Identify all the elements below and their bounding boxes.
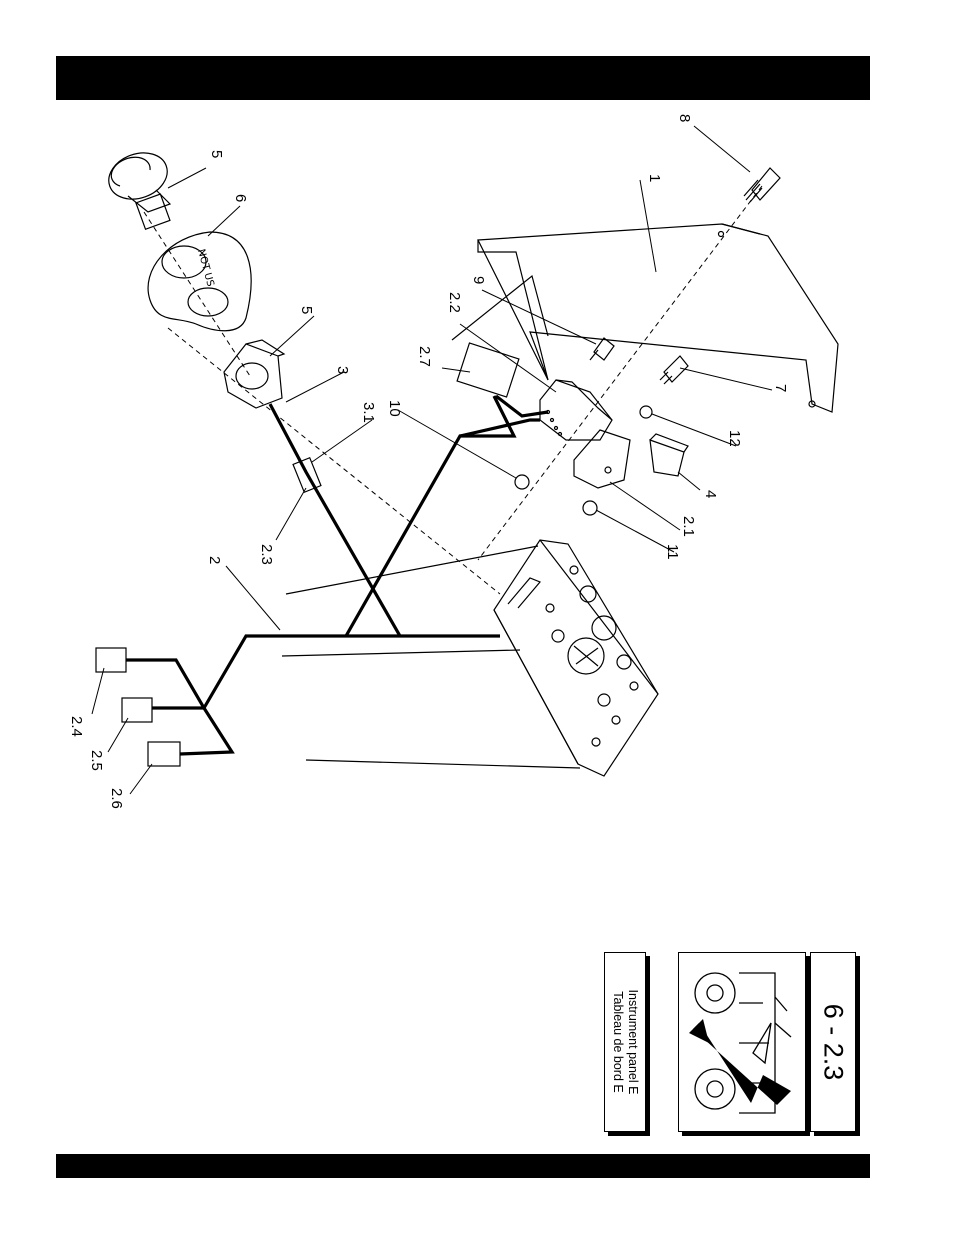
washer-12 bbox=[640, 406, 652, 418]
callout-6: 6 bbox=[232, 194, 249, 202]
callout-3-1: 3.1 bbox=[360, 402, 377, 423]
connector-2-7 bbox=[457, 343, 519, 397]
bulkhead-line bbox=[306, 760, 580, 768]
alignment-lines bbox=[144, 186, 762, 594]
callout-7: 7 bbox=[772, 384, 789, 392]
callout-10: 10 bbox=[386, 400, 403, 417]
callout-2-1: 2.1 bbox=[680, 516, 697, 537]
bolt-8 bbox=[744, 168, 780, 202]
emergency-stop-button-5 bbox=[102, 145, 173, 229]
bulkhead-line bbox=[286, 546, 538, 594]
machine-thumbnail-tile bbox=[678, 952, 806, 1132]
callout-2-4: 2.4 bbox=[68, 716, 85, 737]
relay-cube-4 bbox=[650, 434, 688, 476]
callout-4: 4 bbox=[702, 490, 719, 498]
callout-9: 9 bbox=[470, 276, 487, 284]
screw-9 bbox=[590, 338, 614, 360]
connector-2-5 bbox=[122, 698, 152, 722]
callout-11: 11 bbox=[664, 544, 681, 560]
callout-2: 2 bbox=[206, 556, 223, 564]
instrument-panel-box bbox=[494, 540, 658, 776]
nut-11 bbox=[583, 501, 597, 515]
caption-text: Instrument panel E Tableau de bord E bbox=[610, 990, 640, 1095]
connector-2-4 bbox=[96, 648, 126, 672]
plate-text: NOT US bbox=[195, 248, 216, 288]
part-callouts: 1 2 2.1 2.2 2.3 2.4 2.5 2.6 2.7 3 3.1 4 … bbox=[68, 114, 789, 809]
callout-2-2: 2.2 bbox=[446, 292, 463, 313]
caption-tile: Instrument panel E Tableau de bord E bbox=[604, 952, 646, 1132]
callout-5-top: 5 bbox=[208, 150, 225, 158]
section-number-tile: 6 - 2.3 bbox=[810, 952, 856, 1132]
nut-10 bbox=[515, 475, 529, 489]
connector-2-6 bbox=[148, 742, 180, 766]
callout-2-3: 2.3 bbox=[258, 544, 275, 565]
caption-line-1: Instrument panel E bbox=[625, 990, 640, 1095]
section-number: 6 - 2.3 bbox=[818, 1004, 849, 1081]
callout-5-bottom: 5 bbox=[298, 306, 315, 314]
caption-line-2: Tableau de bord E bbox=[610, 990, 625, 1095]
wiring-harness-2 bbox=[126, 396, 548, 754]
machine-thumbnail bbox=[679, 953, 805, 1131]
bulkhead-line bbox=[452, 276, 548, 340]
bulkhead-line bbox=[282, 650, 520, 656]
callout-1: 1 bbox=[646, 174, 663, 182]
callout-2-6: 2.6 bbox=[108, 788, 125, 809]
callout-8: 8 bbox=[676, 114, 693, 122]
relay-base-2-1 bbox=[574, 430, 630, 488]
callout-2-5: 2.5 bbox=[88, 750, 105, 771]
label-plate-6: NOT US bbox=[148, 232, 251, 331]
callout-3: 3 bbox=[334, 366, 351, 374]
callout-12: 12 bbox=[726, 430, 743, 447]
footer-bar bbox=[56, 1154, 870, 1178]
screw-7 bbox=[660, 356, 688, 384]
callout-2-7: 2.7 bbox=[416, 346, 433, 367]
